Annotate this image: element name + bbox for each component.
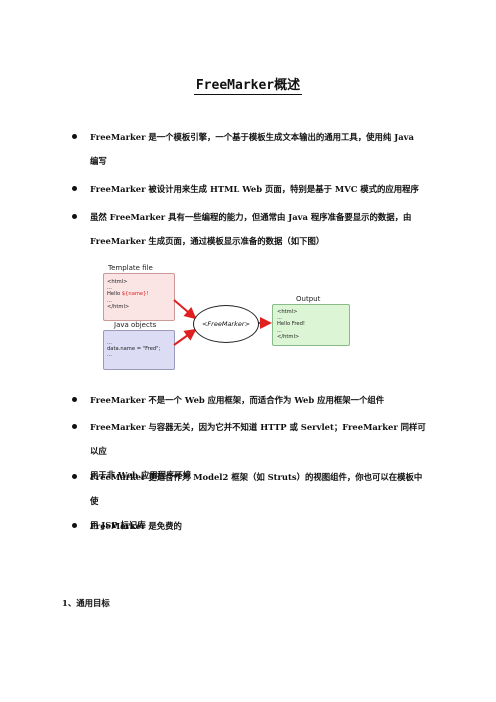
bullet-1: FreeMarker 是一个模板引擎，一个基于模板生成文本输出的通用工具，使用纯… bbox=[90, 125, 430, 173]
bullet-dot bbox=[72, 214, 77, 219]
bullet-3: 虽然 FreeMarker 具有一些编程的能力，但通常由 Java 程序准备要显… bbox=[90, 205, 430, 253]
bullet-4: FreeMarker 不是一个 Web 应用框架，而适合作为 Web 应用框架一… bbox=[90, 388, 430, 412]
output-code-line: Hello Fred! bbox=[277, 321, 305, 328]
output-code-line: </html> bbox=[277, 333, 300, 340]
template-code-line: ... bbox=[107, 297, 112, 304]
bullet-6-line2: 用 JSP 标记库 bbox=[90, 520, 146, 530]
bullet-4-line1: FreeMarker 不是一个 Web 应用框架，而适合作为 Web 应用框架一… bbox=[90, 395, 385, 405]
bullet-dot bbox=[72, 474, 77, 479]
output-code-line: ... bbox=[277, 327, 282, 334]
java-code-line: ... bbox=[107, 352, 112, 359]
java-objects-box: ... data.name = "Fred"; ... bbox=[103, 330, 175, 370]
template-code-line: </html> bbox=[107, 303, 130, 310]
template-file-label: Template file bbox=[108, 264, 153, 272]
bullet-2-line1: FreeMarker 被设计用来生成 HTML Web 页面，特别是基于 MVC… bbox=[90, 184, 419, 194]
template-placeholder: ${name}! bbox=[121, 291, 149, 298]
output-code-line: <html> bbox=[277, 309, 298, 315]
section-heading: 1、通用目标 bbox=[62, 598, 110, 608]
bullet-1-line2: 编写 bbox=[90, 156, 107, 166]
output-code-line: ... bbox=[277, 315, 282, 322]
page-title: FreeMarker概述 bbox=[0, 74, 496, 95]
bullet-dot bbox=[72, 134, 77, 139]
template-code-line: Hello bbox=[107, 291, 122, 298]
output-box: <html> ... Hello Fred! ... </html> bbox=[272, 304, 350, 346]
arrow-java-to-engine bbox=[173, 328, 197, 346]
bullet-6-line1: FreeMarker 更适合作为 Model2 框架（如 Struts）的视图组… bbox=[90, 472, 423, 506]
arrow-template-to-engine bbox=[173, 299, 197, 320]
bullet-5-line1: FreeMarker 与容器无关，因为它并不知道 HTTP 或 Servlet；… bbox=[90, 422, 426, 456]
bullet-dot bbox=[72, 424, 77, 429]
page-title-text: FreeMarker概述 bbox=[193, 74, 303, 95]
bullet-6: FreeMarker 更适合作为 Model2 框架（如 Struts）的视图组… bbox=[90, 465, 430, 537]
java-code-line: data.name = "Fred"; bbox=[107, 346, 161, 353]
template-code-line: <html> bbox=[107, 279, 128, 285]
bullet-2: FreeMarker 被设计用来生成 HTML Web 页面，特别是基于 MVC… bbox=[90, 177, 430, 201]
template-code-line: ... bbox=[107, 285, 112, 292]
bullet-5-line2: 用于非 Web 应用程序环境 bbox=[90, 470, 192, 480]
bullet-1-line1: FreeMarker 是一个模板引擎，一个基于模板生成文本输出的通用工具，使用纯… bbox=[90, 132, 414, 142]
output-label: Output bbox=[296, 295, 321, 303]
bullet-dot bbox=[72, 186, 77, 191]
template-file-box: <html> ... Hello ${name}! ... </html> bbox=[103, 273, 175, 321]
freemarker-engine: <FreeMarker> bbox=[193, 305, 259, 343]
bullet-3-line1: 虽然 FreeMarker 具有一些编程的能力，但通常由 Java 程序准备要显… bbox=[90, 212, 412, 222]
java-objects-label: Java objects bbox=[114, 321, 157, 329]
bullet-dot bbox=[72, 523, 77, 528]
bullet-3-line2: FreeMarker 生成页面，通过模板显示准备的数据（如下图） bbox=[90, 236, 325, 246]
bullet-dot bbox=[72, 397, 77, 402]
java-code-line: ... bbox=[107, 340, 112, 346]
bullet-5: FreeMarker 与容器无关，因为它并不知道 HTTP 或 Servlet；… bbox=[90, 415, 430, 487]
bullet-7-line1: FreeMarker 是免费的 bbox=[90, 521, 182, 531]
bullet-7: FreeMarker 是免费的 bbox=[90, 514, 430, 538]
